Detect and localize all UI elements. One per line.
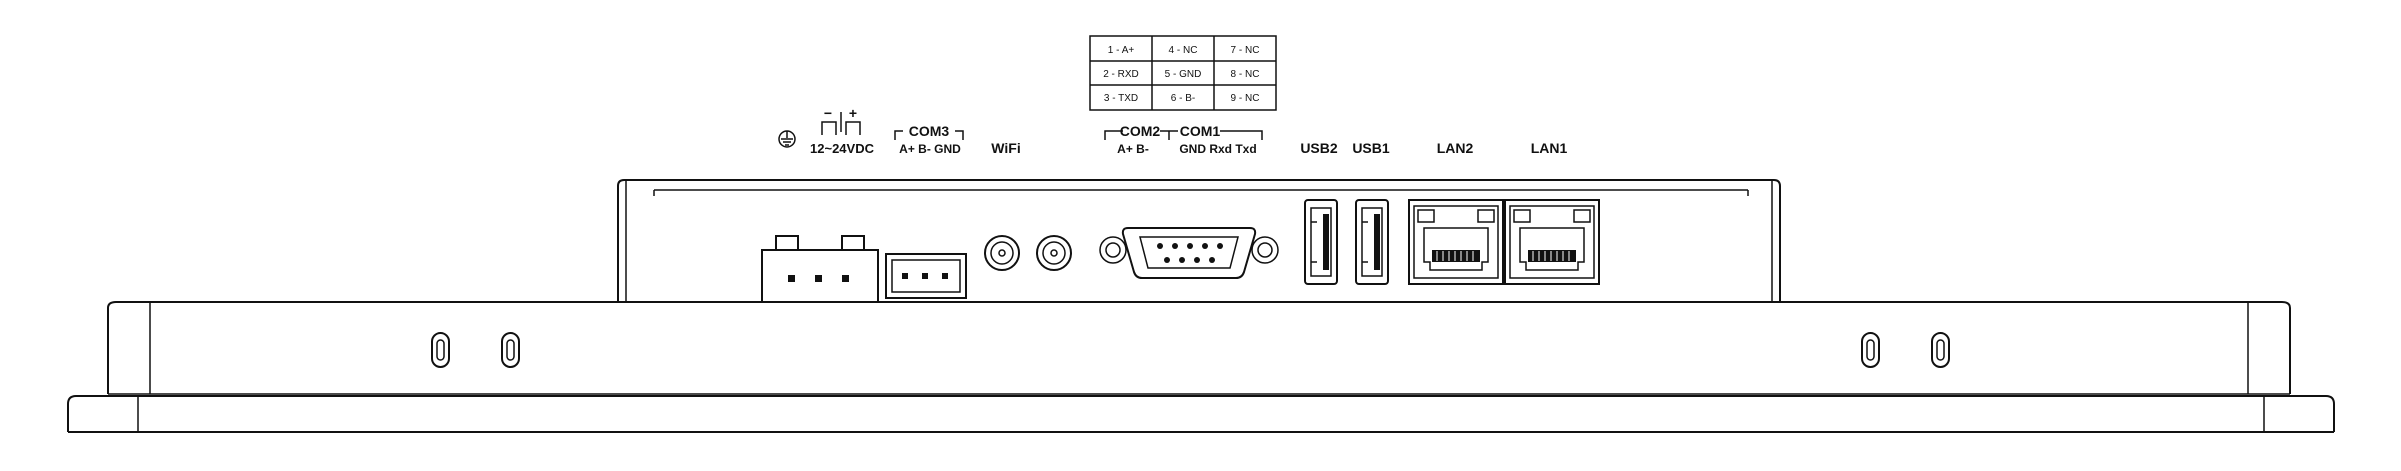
pinout-cell: 2 - RXD xyxy=(1103,69,1139,80)
db9-serial-connector xyxy=(1099,227,1279,279)
com2-pins-label: A+ B- xyxy=(1117,142,1149,156)
pinout-cell: 8 - NC xyxy=(1231,69,1260,80)
com1-title: COM1 xyxy=(1180,123,1221,139)
mounting-slot-4 xyxy=(1931,332,1950,368)
pinout-cell: 4 - NC xyxy=(1169,45,1198,56)
pinout-cell: 1 - A+ xyxy=(1108,45,1135,56)
lan1-label: LAN1 xyxy=(1531,140,1568,156)
usb1-port xyxy=(1355,199,1389,285)
com3-terminal-connector xyxy=(885,253,967,299)
com3-pins-label: A+ B- GND xyxy=(899,142,961,156)
usb2-port xyxy=(1304,199,1338,285)
lan2-label: LAN2 xyxy=(1437,140,1474,156)
pinout-cell: 5 - GND xyxy=(1165,69,1202,80)
com3-title: COM3 xyxy=(909,123,950,139)
mounting-slot-1 xyxy=(431,332,450,368)
power-terminal-connector xyxy=(761,235,879,303)
mounting-slot-3 xyxy=(1861,332,1880,368)
wifi-label: WiFi xyxy=(991,140,1020,156)
com1-pins-label: GND Rxd Txd xyxy=(1179,142,1256,156)
main-chassis-body xyxy=(67,301,2335,433)
pinout-cell: 9 - NC xyxy=(1231,93,1260,104)
com-pinout-table: 1 - A+ 4 - NC 7 - NC 2 - RXD 5 - GND 8 -… xyxy=(1089,35,1277,111)
lan1-port xyxy=(1504,199,1600,285)
ground-icon xyxy=(778,130,796,148)
io-panel-chassis xyxy=(617,179,1781,302)
mounting-slot-2 xyxy=(501,332,520,368)
com2-title: COM2 xyxy=(1120,123,1161,139)
power-minus-label: − xyxy=(824,105,832,121)
power-polarity-bracket: − + xyxy=(821,105,861,135)
wifi-antenna-connector-2 xyxy=(1036,235,1072,271)
pinout-cell: 7 - NC xyxy=(1231,45,1260,56)
power-label: 12~24VDC xyxy=(810,141,875,156)
pinout-cell: 6 - B- xyxy=(1171,93,1195,104)
pinout-cell: 3 - TXD xyxy=(1104,93,1138,104)
wifi-antenna-connector-1 xyxy=(984,235,1020,271)
usb1-label: USB1 xyxy=(1352,140,1390,156)
usb2-label: USB2 xyxy=(1300,140,1338,156)
lan2-port xyxy=(1408,199,1504,285)
power-plus-label: + xyxy=(849,105,857,121)
